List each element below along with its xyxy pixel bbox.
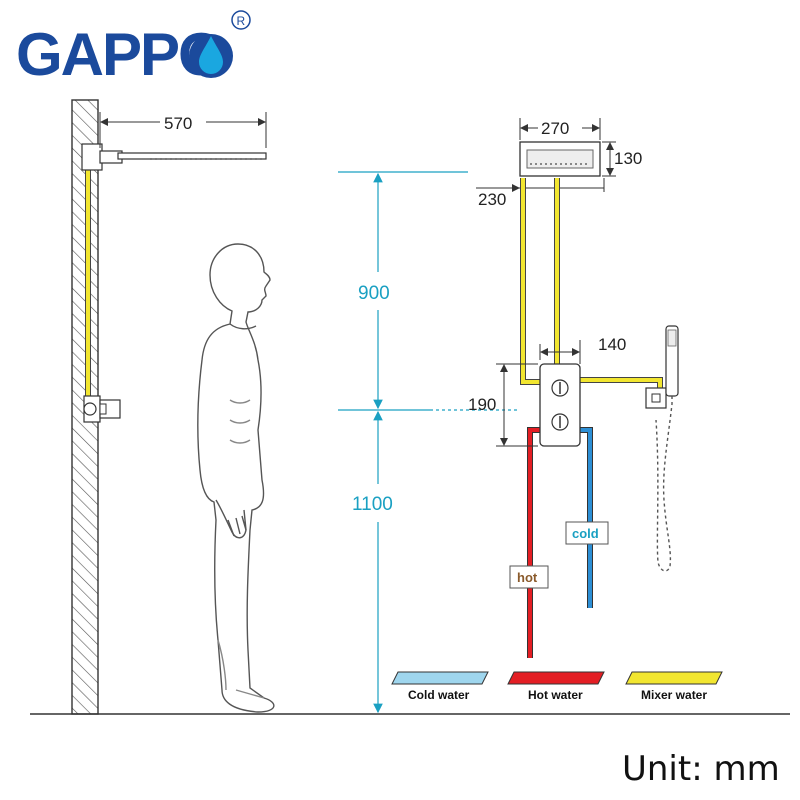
legend: Cold water Hot water Mixer water bbox=[391, 671, 723, 702]
hot-tag-label: hot bbox=[517, 570, 538, 585]
water-drop-icon bbox=[189, 34, 233, 78]
dimension-valve-to-handshower: 140 bbox=[539, 335, 626, 364]
valve-to-floor-label: 1100 bbox=[352, 494, 393, 515]
valve-height-label: 190 bbox=[468, 395, 496, 414]
head-offset-label: 230 bbox=[478, 190, 506, 209]
head-width-label: 270 bbox=[541, 119, 569, 138]
legend-mixer: Mixer water bbox=[625, 671, 723, 702]
legend-mixer-label: Mixer water bbox=[641, 688, 707, 702]
head-height-label: 130 bbox=[614, 149, 642, 168]
cold-tag-label: cold bbox=[572, 526, 599, 541]
dimension-head-width: 270 bbox=[519, 118, 601, 140]
legend-cold: Cold water bbox=[391, 671, 489, 702]
human-figure-silhouette bbox=[197, 243, 275, 713]
dimension-head-offset: 230 bbox=[476, 178, 605, 209]
unit-note: Unit: mm bbox=[622, 749, 780, 789]
cold-tag: cold bbox=[565, 521, 609, 545]
legend-cold-label: Cold water bbox=[408, 688, 470, 702]
height-dimensions: 900 1100 bbox=[338, 171, 520, 714]
head-to-valve-label: 900 bbox=[358, 283, 390, 304]
wall-valve-side bbox=[83, 395, 121, 423]
registered-mark-icon bbox=[231, 10, 251, 30]
shower-head-front bbox=[519, 141, 601, 177]
brand-logo: GAPPO R bbox=[16, 10, 251, 88]
valve-to-handshower-label: 140 bbox=[598, 335, 626, 354]
front-mixer-pipes bbox=[520, 178, 663, 394]
hot-tag: hot bbox=[509, 565, 549, 589]
registered-mark-letter: R bbox=[237, 14, 246, 28]
legend-hot-label: Hot water bbox=[528, 688, 583, 702]
arm-length-label: 570 bbox=[164, 114, 192, 133]
legend-hot: Hot water bbox=[507, 671, 605, 702]
valve-front bbox=[539, 363, 581, 447]
dimension-arm-length: 570 bbox=[99, 112, 267, 148]
hand-shower bbox=[645, 325, 679, 572]
dimension-head-height: 130 bbox=[602, 141, 642, 177]
dimension-valve-height: 190 bbox=[468, 363, 538, 447]
shower-arm-side bbox=[81, 143, 267, 171]
